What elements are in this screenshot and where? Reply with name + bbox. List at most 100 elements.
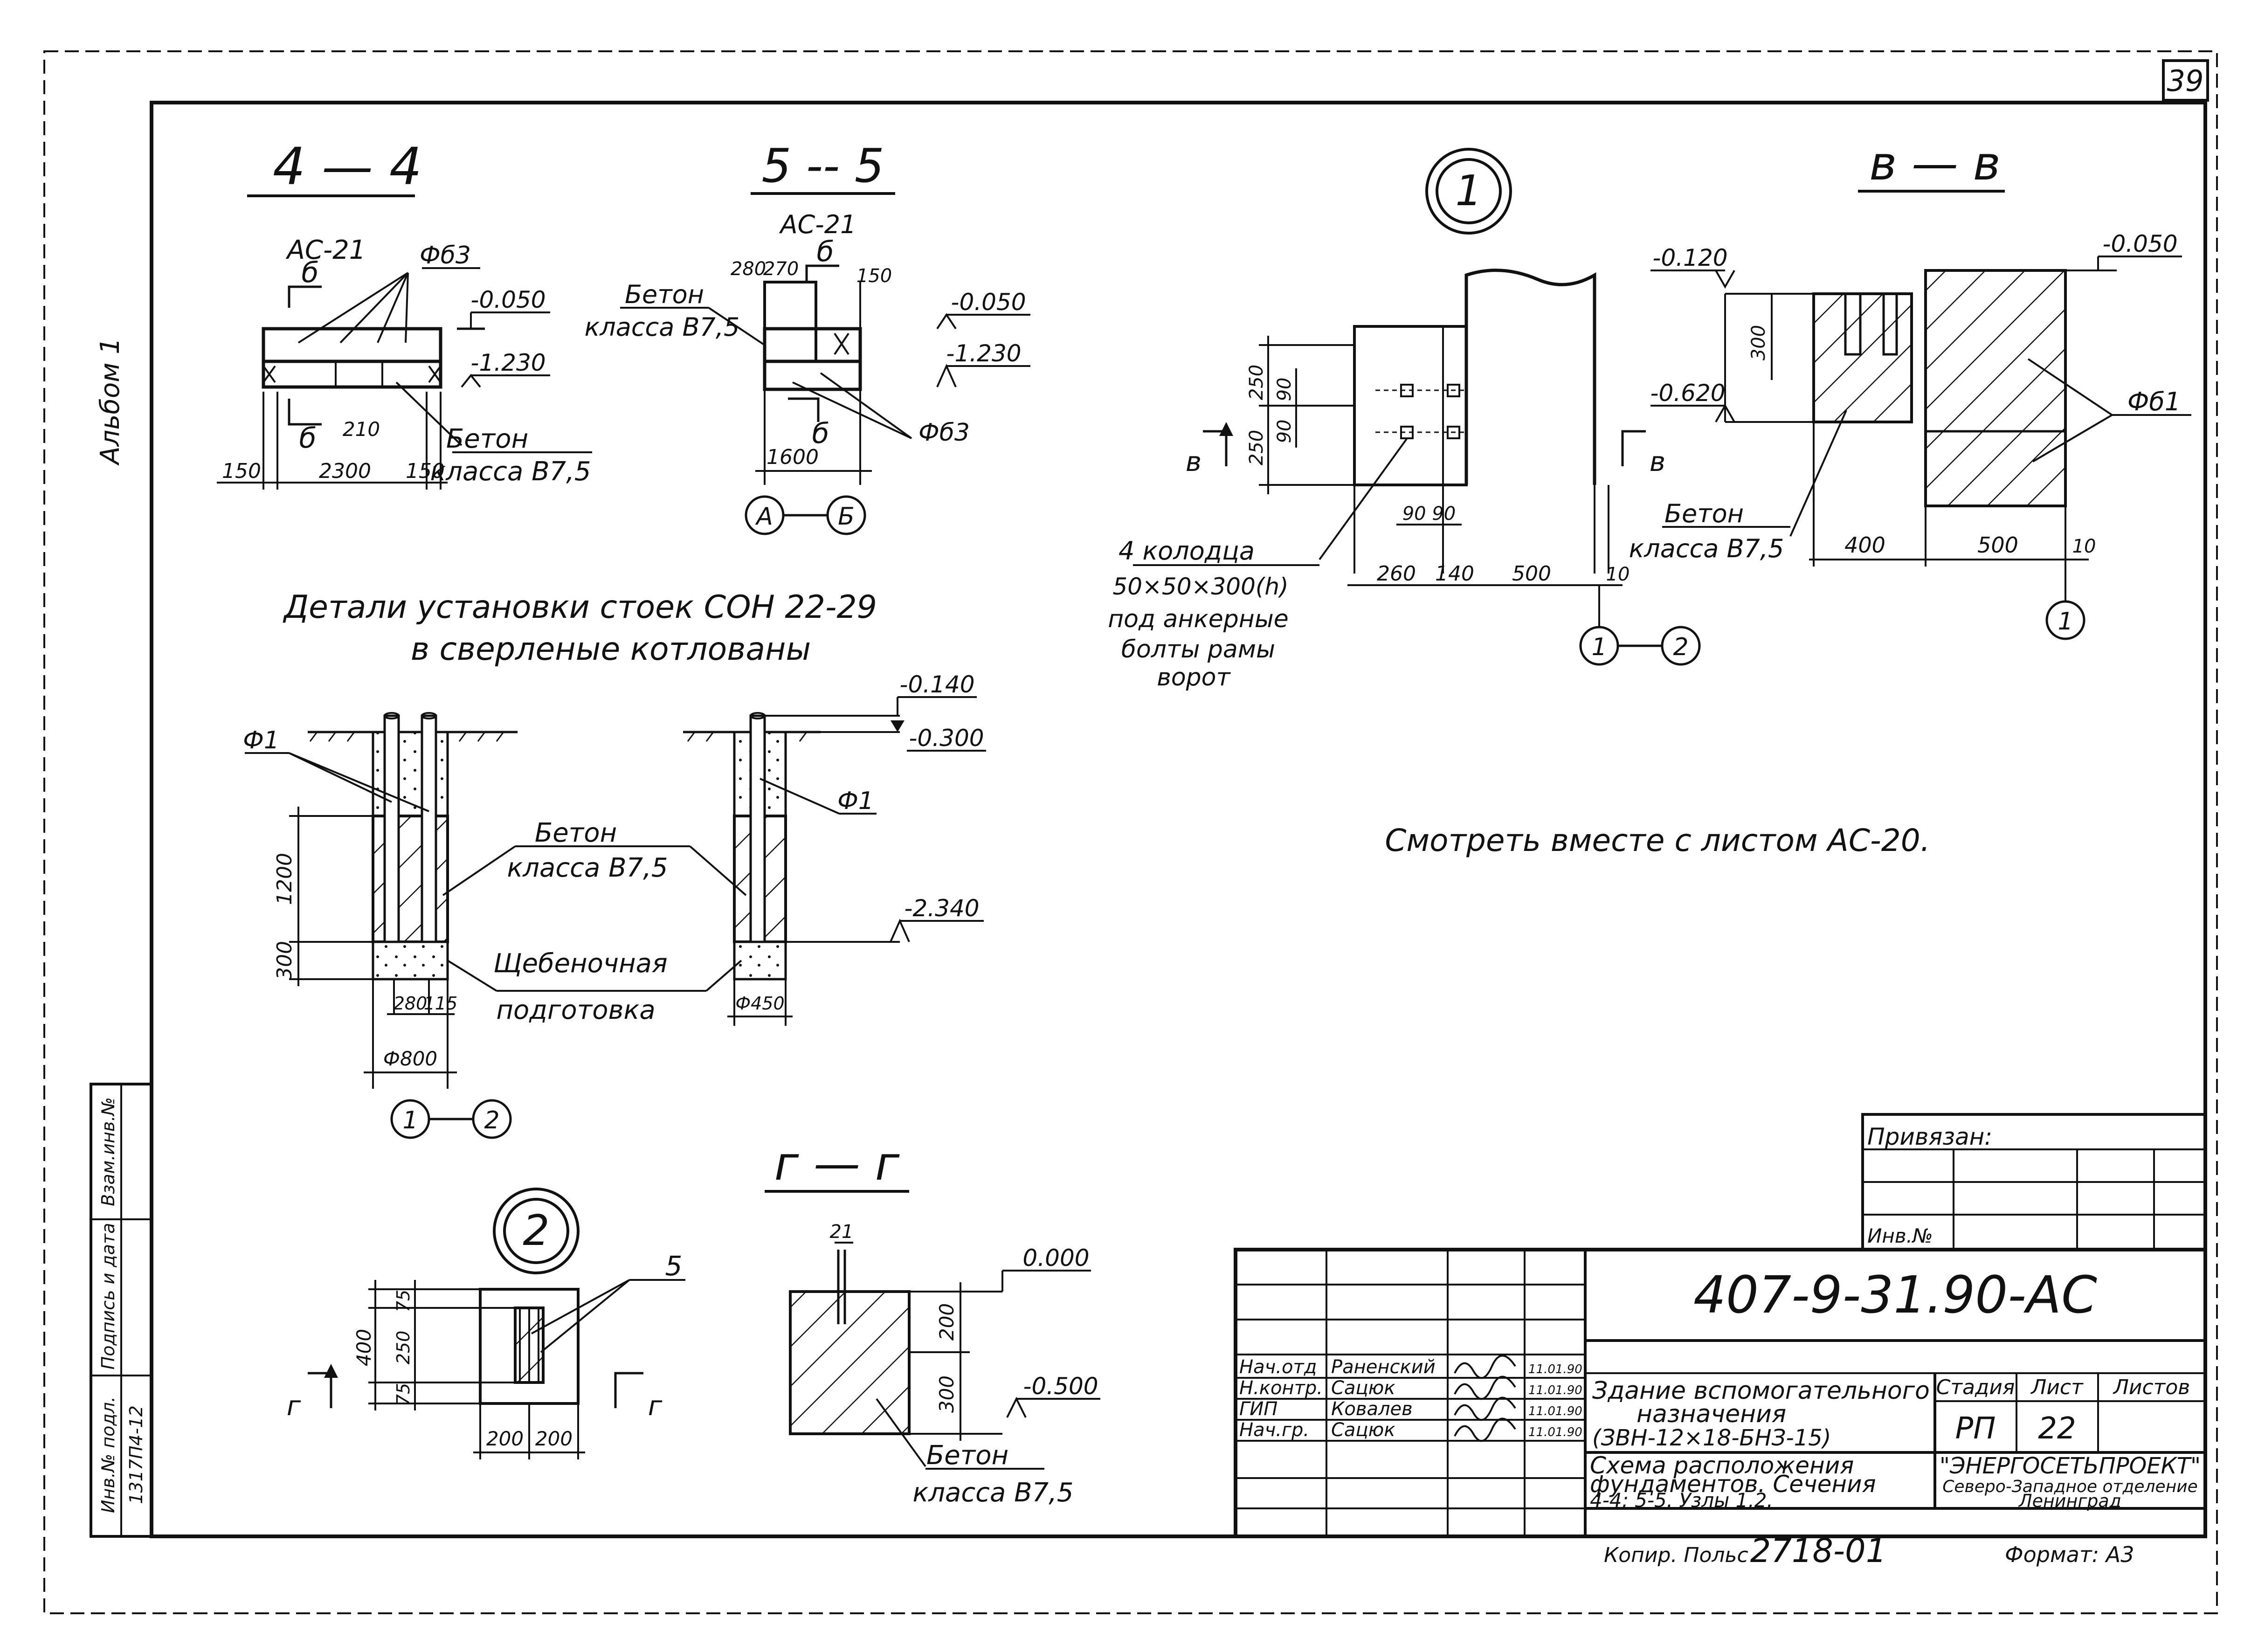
sec55-fb: Фб3 xyxy=(918,419,970,447)
node-1: 1 250 90 90 250 в в 90 90 260 140 500 10 xyxy=(1108,148,1701,691)
building-name-2: назначения xyxy=(1637,1400,1786,1428)
node1-dim-250b: 250 xyxy=(1246,430,1267,465)
section-v-v: в — в -0.120 -0.050 300 -0.620 Фб1 Бетон… xyxy=(1629,136,2191,640)
details-gravel-1: Щебеночная xyxy=(493,948,667,979)
org-name-2: Северо-Западное отделение xyxy=(1942,1477,2198,1496)
sec44-dim-2300: 2300 xyxy=(319,459,371,483)
sheets-label: Листов xyxy=(2113,1376,2190,1399)
gg-dim-300: 300 xyxy=(935,1376,958,1413)
node2-dim-75a: 75 xyxy=(393,1290,414,1312)
sec44-footing-bottom xyxy=(262,359,442,389)
sec55-elev-2: -1.230 xyxy=(946,340,1021,367)
vv-concrete-2: класса В7,5 xyxy=(1629,534,1784,563)
node1-wells-3: под анкерные xyxy=(1108,605,1289,633)
sign-role-4: Нач.гр. xyxy=(1239,1419,1309,1441)
node1-wells-1: 4 колодца xyxy=(1119,536,1255,566)
details-title-2: в сверленые котлованы xyxy=(411,631,811,668)
sign-name-4: Сацюк xyxy=(1331,1419,1395,1441)
vv-dim-500: 500 xyxy=(1977,532,2018,558)
details-concrete-2: класса В7,5 xyxy=(507,853,668,883)
sec55-cut-top: б xyxy=(816,235,834,268)
sign-date-1: 11.01.90 xyxy=(1528,1362,1582,1376)
sheet-label: Лист xyxy=(2030,1376,2084,1399)
outer-border xyxy=(43,50,2218,1614)
vv-fb: Фб1 xyxy=(2127,387,2181,416)
node1-dim-250a: 250 xyxy=(1246,365,1267,400)
gg-concrete-1: Бетон xyxy=(926,1440,1008,1471)
title-block: Привязан: Инв.№ Нач.отд Раненский 11.01.… xyxy=(1234,1113,2207,1570)
gg-elev-1: 0.000 xyxy=(1022,1244,1089,1272)
vv-concrete-1: Бетон xyxy=(1664,499,1744,528)
sec55-axis-a: А xyxy=(755,503,773,531)
node2-dim-200b: 200 xyxy=(535,1427,573,1450)
margin-code: 1317П4-12 xyxy=(126,1405,146,1504)
sec55-axis-b: Б xyxy=(838,503,855,531)
copy-label: Копир. Польс xyxy=(1604,1543,1748,1567)
node1-wells-4: болты рамы xyxy=(1121,636,1275,664)
sheet-title-1: Схема расположения xyxy=(1590,1452,1854,1479)
gg-block xyxy=(789,1290,911,1435)
sheet-title-3: 4-4; 5-5. Узлы 1,2. xyxy=(1590,1489,1773,1512)
sec55-elev-1: -0.050 xyxy=(951,289,1026,316)
node1-dim-500: 500 xyxy=(1512,562,1551,586)
pit-1-gravel xyxy=(372,940,449,981)
node2-cut-right: г xyxy=(648,1390,663,1422)
sec44-footing-top xyxy=(262,327,442,363)
details-concrete-1: Бетон xyxy=(535,818,617,848)
sign-date-4: 11.01.90 xyxy=(1528,1425,1582,1439)
details-dim-115: 115 xyxy=(424,993,458,1014)
sec55-dim-1600: 1600 xyxy=(766,445,819,469)
margin-label-replace: Взам.инв.№ xyxy=(98,1097,118,1206)
sec44-cut-bottom: б xyxy=(299,422,316,455)
sign-date-2: 11.01.90 xyxy=(1528,1383,1582,1397)
sec55-dim-270: 270 xyxy=(763,258,799,280)
details-gravel-2: подготовка xyxy=(496,995,655,1025)
sec44-ref: АС-21 xyxy=(286,235,366,265)
node1-cut-left: в xyxy=(1186,446,1202,477)
details-dim-450: Ф450 xyxy=(735,993,784,1014)
post-1a xyxy=(383,714,400,943)
node2-number: 2 xyxy=(523,1206,549,1255)
album-note: Альбом 1 xyxy=(95,338,125,466)
vv-footing-low xyxy=(1812,292,1913,423)
building-name-1: Здание вспомогательного xyxy=(1592,1377,1930,1405)
sign-name-3: Ковалев xyxy=(1331,1398,1413,1420)
section-4-4-title: 4 — 4 xyxy=(273,137,422,196)
sheet-title-2: фундаментов. Сечения xyxy=(1590,1471,1876,1498)
node1-cut-right: в xyxy=(1650,446,1665,477)
details-title-1: Детали установки стоек СОН 22-29 xyxy=(283,589,877,626)
stage-value: РП xyxy=(1955,1411,1996,1446)
node1-dim-10: 10 xyxy=(1606,564,1630,585)
details-dim-280: 280 xyxy=(394,993,428,1014)
node2-dim-400: 400 xyxy=(352,1329,375,1366)
node1-number: 1 xyxy=(1455,166,1482,215)
sec55-footing-bottom xyxy=(763,359,862,391)
sec44-concrete-1: Бетон xyxy=(446,424,528,454)
margin-label-orig: Инв.№ подл. xyxy=(98,1396,118,1513)
vv-dim-10: 10 xyxy=(2072,536,2096,557)
sec44-concrete-2: класса В7,5 xyxy=(430,456,591,487)
vv-column xyxy=(1924,269,2067,507)
node2-cut-left: г xyxy=(287,1390,301,1422)
sec44-fb: Фб3 xyxy=(420,242,471,270)
sec55-dim-150: 150 xyxy=(856,265,892,287)
vv-elev-1: -0.120 xyxy=(1652,244,1727,271)
node2-mark: 5 xyxy=(665,1250,683,1282)
sec55-concrete-2: класса В7,5 xyxy=(585,312,740,342)
page-number: 39 xyxy=(2167,64,2204,98)
org-name-1: "ЭНЕРГОСЕТЬПРОЕКТ" xyxy=(1940,1453,2201,1479)
sign-name-2: Сацюк xyxy=(1331,1377,1395,1399)
sec44-dim-150a: 150 xyxy=(222,459,261,483)
details-elev-1: -0.140 xyxy=(899,671,974,698)
sec44-cut-top: б xyxy=(301,256,318,289)
vv-dim-300: 300 xyxy=(1748,325,1769,360)
node1-footing xyxy=(1353,325,1468,486)
pit-2-gravel xyxy=(733,940,787,981)
gg-concrete-2: класса В7,5 xyxy=(912,1478,1073,1508)
gg-dim-21: 21 xyxy=(830,1221,854,1243)
gg-elev-2: -0.500 xyxy=(1023,1373,1098,1400)
details-axis-2: 2 xyxy=(484,1106,499,1134)
vv-elev-2: -0.620 xyxy=(1650,380,1725,407)
details-dim-800: Ф800 xyxy=(383,1047,437,1070)
